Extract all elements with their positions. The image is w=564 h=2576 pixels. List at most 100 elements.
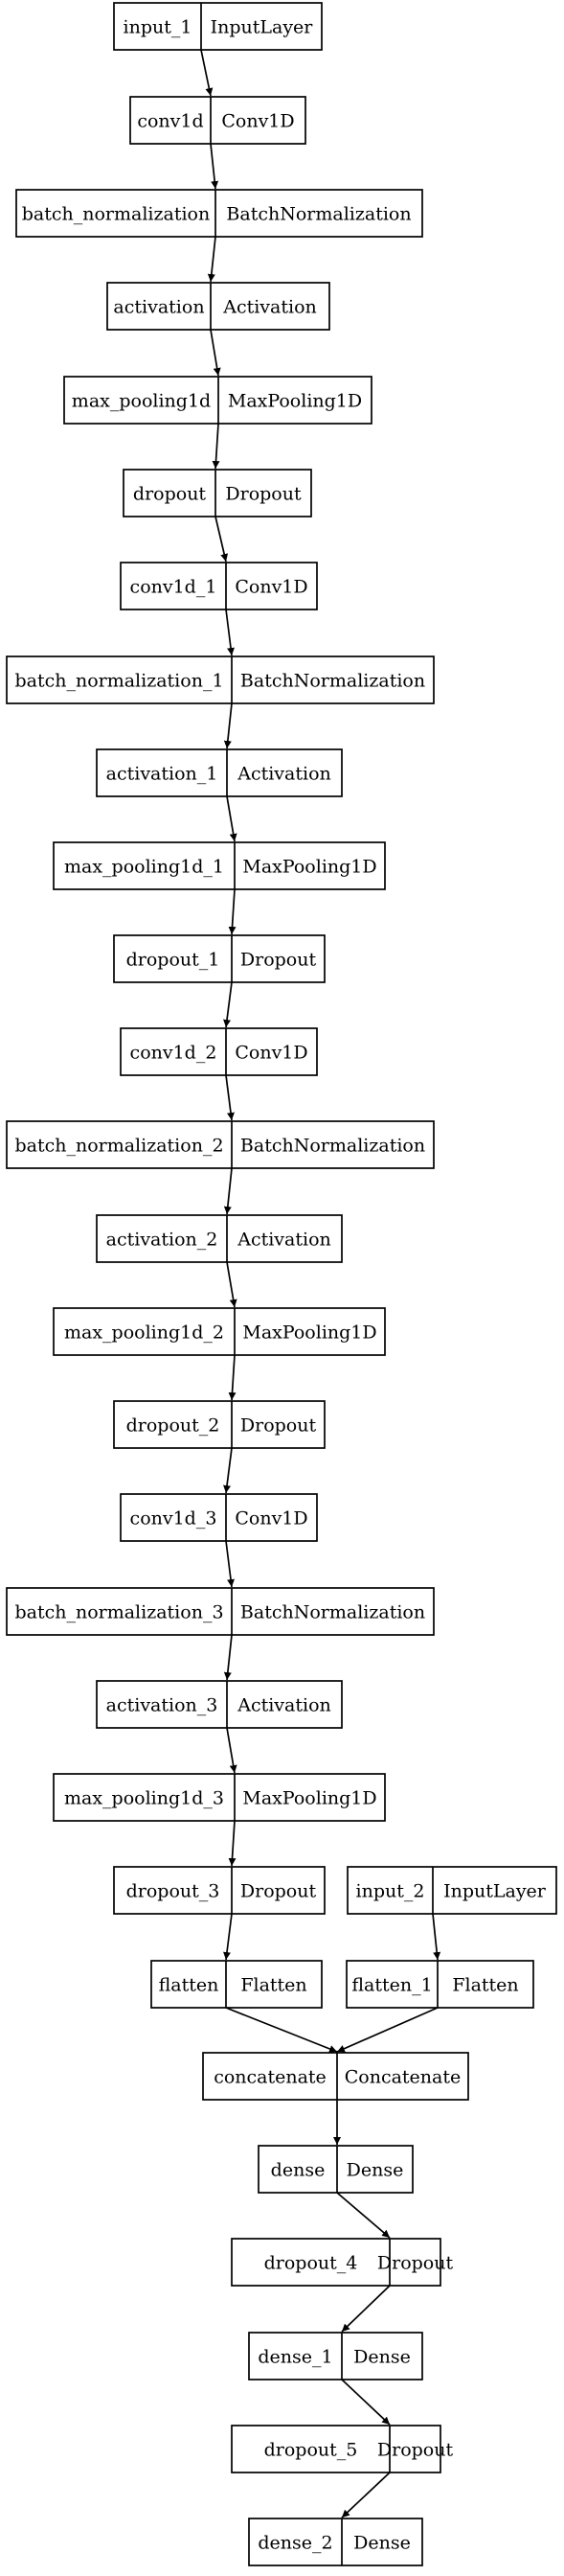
- edge-dense-1-to-dropout-5: [341, 2379, 391, 2426]
- layer-type: Dropout: [377, 2253, 454, 2274]
- layer-node-conv1d: conv1d Conv1D: [129, 96, 306, 145]
- layer-box: [129, 96, 306, 145]
- layer-name: dense: [271, 2160, 326, 2181]
- edge-batch-normalization-1-to-activation-1: [223, 702, 233, 749]
- edge-batch-normalization-2-to-activation-2: [223, 1167, 233, 1215]
- layer-name: max_pooling1d: [72, 391, 211, 412]
- layer-box: [96, 1680, 343, 1729]
- layer-box: [248, 2518, 423, 2566]
- layer-name: conv1d_2: [130, 1043, 217, 1064]
- layer-box: [113, 934, 326, 983]
- layer-name: dropout_2: [126, 1415, 220, 1437]
- edge-conv1d-to-batch-normalization: [210, 143, 219, 190]
- layer-name: dropout_5: [264, 2440, 358, 2461]
- layer-box: [113, 2, 323, 51]
- layer-node-flatten: flatten Flatten: [150, 1960, 323, 2009]
- layer-name: batch_normalization_2: [14, 1136, 223, 1157]
- layer-box: [6, 1120, 435, 1169]
- edge-input-2-to-flatten-1: [432, 1913, 441, 1961]
- layer-box: [120, 1493, 318, 1542]
- layer-type: Flatten: [452, 1975, 518, 1996]
- layer-type: BatchNormalization: [240, 1602, 425, 1623]
- layer-type: Concatenate: [345, 2067, 462, 2088]
- layer-name: dropout_3: [126, 1881, 220, 1902]
- layer-name: activation: [113, 297, 204, 318]
- layer-type: MaxPooling1D: [242, 1322, 376, 1344]
- layer-name: input_1: [124, 17, 192, 38]
- layer-type: Conv1D: [221, 111, 294, 132]
- layer-type: Dense: [347, 2160, 404, 2181]
- layer-name: conv1d_1: [130, 577, 217, 598]
- layer-type: Activation: [222, 297, 317, 318]
- layer-node-input-2: input_2 InputLayer: [347, 1866, 557, 1915]
- layer-box: [150, 1960, 323, 2009]
- layer-name: dropout_1: [126, 950, 220, 971]
- layer-box: [53, 1773, 386, 1822]
- edge-activation-2-to-max-pooling1d-2: [226, 1261, 237, 1308]
- edge-conv1d-2-to-batch-normalization-2: [225, 1074, 235, 1121]
- layer-box: [53, 1307, 386, 1356]
- layer-type: Dense: [353, 2347, 411, 2368]
- layer-name: max_pooling1d_1: [64, 857, 224, 878]
- layer-node-dense: dense Dense: [258, 2145, 414, 2194]
- edge-flatten-1-to-concatenate: [336, 2007, 439, 2053]
- layer-name: concatenate: [214, 2067, 327, 2088]
- edge-max-pooling1d-1-to-dropout-1: [228, 888, 237, 935]
- layer-name: flatten: [159, 1975, 219, 1996]
- layer-name: activation_3: [106, 1695, 218, 1716]
- layer-box: [106, 282, 330, 331]
- layer-type: Conv1D: [235, 1508, 307, 1530]
- layer-node-batch-normalization-1: batch_normalization_1 BatchNormalization: [6, 656, 435, 704]
- layer-type: Dropout: [240, 1881, 317, 1902]
- layer-type: Dropout: [240, 950, 317, 971]
- layer-box: [202, 2052, 469, 2101]
- edge-max-pooling1d-3-to-dropout-3: [228, 1820, 237, 1867]
- layer-name: batch_normalization_3: [14, 1602, 223, 1623]
- layer-type: BatchNormalization: [240, 1136, 425, 1157]
- edge-activation-3-to-max-pooling1d-3: [226, 1727, 237, 1774]
- layer-node-max-pooling1d-1: max_pooling1d_1 MaxPooling1D: [53, 841, 386, 890]
- layer-node-batch-normalization-2: batch_normalization_2 BatchNormalization: [6, 1120, 435, 1169]
- edge-dropout-to-conv1d-1: [214, 516, 229, 563]
- layer-node-batch-normalization-3: batch_normalization_3 BatchNormalization: [6, 1587, 435, 1636]
- layer-type: MaxPooling1D: [242, 857, 376, 878]
- layer-type: Flatten: [240, 1975, 306, 1996]
- layer-box: [231, 2425, 441, 2473]
- layer-box: [6, 656, 435, 704]
- layer-node-dropout-1: dropout_1 Dropout: [113, 934, 326, 983]
- edge-max-pooling1d-to-dropout: [212, 423, 220, 470]
- layer-box: [123, 469, 312, 518]
- edge-dropout-4-to-dense-1: [341, 2285, 391, 2333]
- edge-flatten-to-concatenate: [225, 2007, 338, 2053]
- layer-box: [113, 1866, 326, 1915]
- edge-dropout-5-to-dense-2: [341, 2472, 391, 2518]
- edge-dropout-1-to-conv1d-2: [223, 981, 233, 1028]
- layer-name: conv1d: [137, 111, 203, 132]
- edge-batch-normalization-3-to-activation-3: [223, 1634, 233, 1681]
- layer-box: [113, 1400, 326, 1449]
- edge-dense-to-dropout-4: [336, 2192, 391, 2239]
- layer-type: InputLayer: [443, 1881, 547, 1902]
- layer-name: input_2: [356, 1881, 425, 1902]
- layer-type: Dropout: [240, 1415, 317, 1437]
- layer-box: [96, 748, 343, 797]
- layer-name: flatten_1: [351, 1975, 432, 1996]
- edge-input-1-to-conv1d: [200, 49, 214, 97]
- layer-name: max_pooling1d_3: [64, 1788, 224, 1809]
- layer-type: BatchNormalization: [240, 671, 425, 692]
- layer-box: [120, 562, 318, 610]
- layer-name: batch_normalization_1: [14, 671, 223, 692]
- edge-conv1d-1-to-batch-normalization-1: [225, 609, 235, 656]
